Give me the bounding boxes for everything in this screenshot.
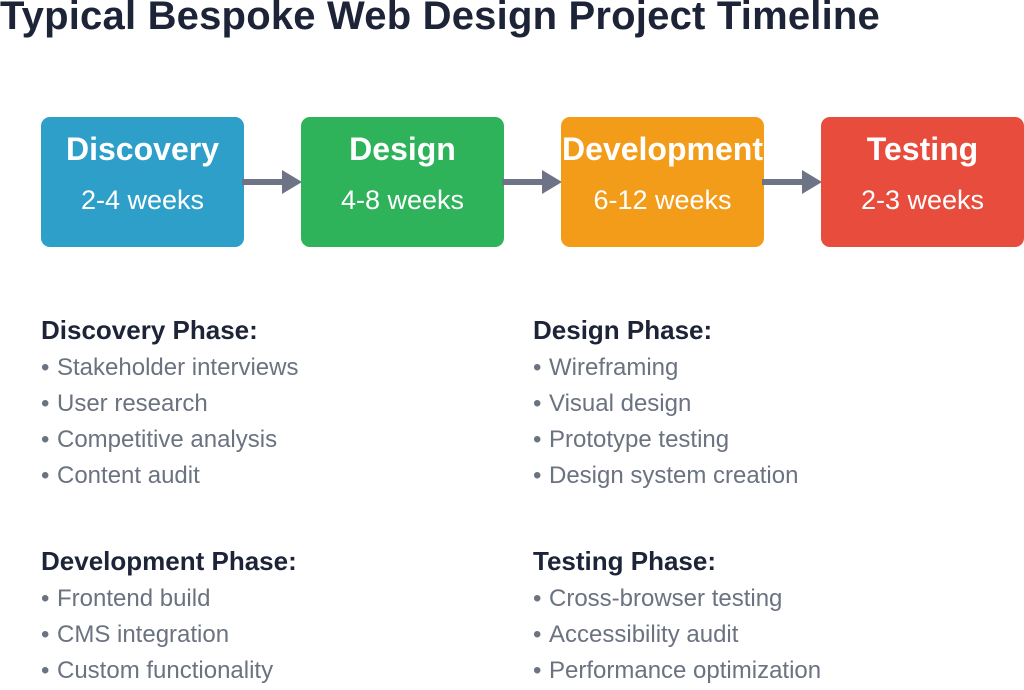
bullet-icon: • — [533, 426, 542, 453]
list-item: • Design system creation — [533, 458, 1003, 494]
bullet-icon: • — [41, 621, 50, 648]
list-item: • Accessibility audit — [533, 617, 1003, 653]
list-item: • Cross-browser testing — [533, 581, 1003, 617]
testing-details: Testing Phase: • Cross-browser testing • A… — [533, 541, 1003, 689]
bullet-icon: • — [41, 390, 50, 417]
bullet-icon: • — [533, 354, 542, 381]
phase-name: Testing — [866, 131, 979, 167]
phase-duration: 6-12 weeks — [593, 185, 732, 215]
bullet-icon: • — [41, 657, 50, 684]
phase-duration: 4-8 weeks — [340, 185, 465, 215]
bullet-icon: • — [533, 390, 542, 417]
list-item-label: Content audit — [57, 462, 200, 489]
list-item-label: Frontend build — [57, 585, 211, 612]
section-heading: Testing Phase: — [533, 546, 717, 576]
list-item-label: Performance optimization — [549, 657, 822, 684]
list-item: • User research — [41, 386, 511, 422]
phase-box-development: Development 6-12 weeks — [561, 117, 764, 247]
page-title: Typical Bespoke Web Design Project Timel… — [0, 0, 880, 38]
list-item-label: Custom functionality — [57, 657, 274, 684]
arrow-icon — [502, 170, 562, 194]
phase-box-design: Design 4-8 weeks — [301, 117, 504, 247]
section-heading: Development Phase: — [41, 546, 297, 576]
section-heading: Discovery Phase: — [41, 315, 258, 345]
bullet-icon: • — [533, 621, 542, 648]
list-item-label: Accessibility audit — [549, 621, 739, 648]
list-item: • Competitive analysis — [41, 422, 511, 458]
bullet-icon: • — [41, 462, 50, 489]
phase-duration: 2-3 weeks — [860, 185, 985, 215]
list-item-label: Visual design — [549, 390, 692, 417]
phase-box-discovery: Discovery 2-4 weeks — [41, 117, 244, 247]
phase-name: Discovery — [66, 131, 219, 167]
list-item: • Frontend build — [41, 581, 511, 617]
list-item: • Wireframing — [533, 350, 1003, 386]
list-item-label: CMS integration — [57, 621, 230, 648]
bullet-icon: • — [533, 462, 542, 489]
design-details: Design Phase: • Wireframing • Visual desig… — [533, 310, 1003, 494]
bullet-icon: • — [533, 585, 542, 612]
list-item-label: Prototype testing — [549, 426, 730, 453]
discovery-details: Discovery Phase: • Stakeholder interviews… — [41, 310, 511, 494]
detail-list: • Frontend build • CMS integration • Custom… — [41, 581, 511, 689]
detail-list: • Wireframing • Visual design • Prototype t… — [533, 350, 1003, 494]
section-heading: Design Phase: — [533, 315, 713, 345]
list-item: • Content audit — [41, 458, 511, 494]
detail-list: • Cross-browser testing • Accessibility au… — [533, 581, 1003, 689]
phase-name: Development — [562, 131, 763, 167]
list-item-label: User research — [57, 390, 208, 417]
list-item: • Stakeholder interviews — [41, 350, 511, 386]
list-item-label: Cross-browser testing — [549, 585, 783, 612]
bullet-icon: • — [41, 354, 50, 381]
bullet-icon: • — [41, 585, 50, 612]
list-item-label: Stakeholder interviews — [57, 354, 299, 381]
list-item-label: Design system creation — [549, 462, 799, 489]
arrow-icon — [762, 170, 822, 194]
list-item-label: Wireframing — [549, 354, 679, 381]
arrow-icon — [242, 170, 302, 194]
phase-duration: 2-4 weeks — [80, 185, 205, 215]
bullet-icon: • — [41, 426, 50, 453]
list-item: • Visual design — [533, 386, 1003, 422]
phase-name: Design — [349, 131, 456, 167]
list-item-label: Competitive analysis — [57, 426, 278, 453]
list-item: • Prototype testing — [533, 422, 1003, 458]
list-item: • Performance optimization — [533, 653, 1003, 689]
bullet-icon: • — [533, 657, 542, 684]
list-item: • CMS integration — [41, 617, 511, 653]
phase-box-testing: Testing 2-3 weeks — [821, 117, 1024, 247]
development-details: Development Phase: • Frontend build • CMS … — [41, 541, 511, 689]
list-item: • Custom functionality — [41, 653, 511, 689]
detail-list: • Stakeholder interviews • User research •… — [41, 350, 511, 494]
